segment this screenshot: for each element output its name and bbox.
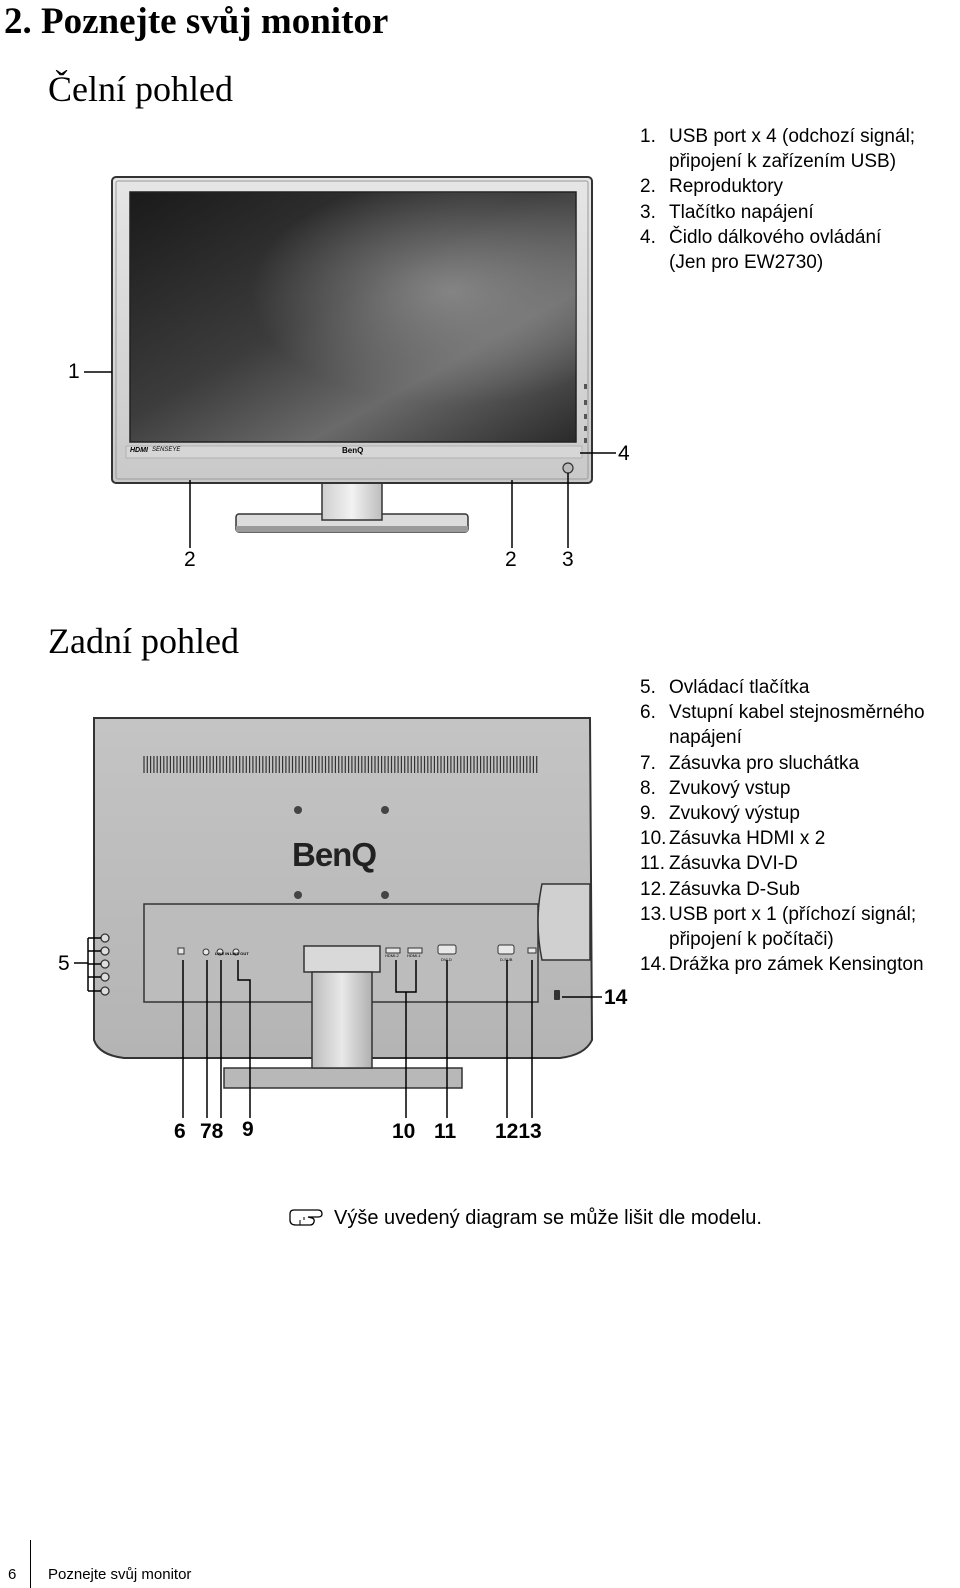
legend-item-14: 14.Drážka pro zámek Kensington [640,954,924,976]
side-usb-housing [537,883,591,961]
port-label-line-out: LINE OUT [230,951,249,956]
port-label-dvi-d: DVI-D [441,957,452,962]
front-legend: 1.USB port x 4 (odchozí signál; připojen… [640,124,915,275]
callout-5: 5 [58,952,70,975]
senseye-logo: SENSEYE [152,447,181,453]
callout-7-8: 78 [200,1120,224,1143]
rear-brand-logo: BenQ [292,836,377,873]
pointing-hand-icon [289,1209,323,1226]
port-label-d-sub: D-SUB [500,957,513,962]
rear-view-title: Zadní pohled [48,621,239,661]
callout-2-left: 2 [184,548,196,571]
note-text: Výše uvedený diagram se může lišit dle m… [334,1207,762,1229]
rear-vents [143,756,538,773]
legend-item-4: 4.Čidlo dálkového ovládání [640,226,882,248]
rear-monitor-illustration [74,717,602,1118]
chapter-title: 2. Poznejte svůj monitor [4,1,389,42]
legend-item-11: 11.Zásuvka DVI-D [640,853,798,875]
front-brand-logo: BenQ [342,446,364,455]
power-button [562,462,574,474]
legend-item-6-cont: napájení [669,727,742,749]
legend-item-4-cont: (Jen pro EW2730) [669,252,824,274]
footer-divider [30,1540,31,1588]
kensington-slot [554,990,560,1000]
hdmi-logo: HDMI [130,447,148,454]
legend-item-7: 7.Zásuvka pro sluchátka [640,752,860,774]
legend-item-2: 2.Reproduktory [640,176,784,198]
footer-running-title: Poznejte svůj monitor [48,1566,192,1583]
port-label-hdmi-2: HDMI-2 [385,953,399,958]
front-view-title: Čelní pohled [48,69,233,109]
rear-legend: 5.Ovládací tlačítka 6.Vstupní kabel stej… [640,675,925,977]
legend-item-6: 6.Vstupní kabel stejnosměrného [640,702,925,724]
legend-item-13-cont: připojení k počítači) [669,929,834,951]
callout-9: 9 [242,1118,254,1141]
callout-14: 14 [604,986,628,1009]
rear-stand-neck [311,971,373,1069]
callout-1: 1 [68,360,80,383]
callout-11: 11 [434,1120,457,1143]
page-number: 6 [8,1566,17,1583]
ports [177,944,537,956]
callout-12-13: 1213 [495,1120,542,1143]
callout-2-right: 2 [505,548,517,571]
callout-6: 6 [174,1120,186,1143]
callout-4: 4 [618,442,630,465]
rear-stand-base [223,1067,463,1089]
legend-item-13: 13.USB port x 1 (příchozí signál; [640,903,917,925]
legend-item-1-cont: připojení k zařízením USB) [669,151,897,173]
legend-item-12: 12.Zásuvka D-Sub [640,878,800,900]
legend-item-8: 8.Zvukový vstup [640,777,791,799]
port-label-hdmi-1: HDMI-1 [407,953,421,958]
legend-item-9: 9.Zvukový výstup [640,803,800,825]
callout-10: 10 [392,1120,416,1143]
front-stand-neck [321,477,383,521]
front-monitor-illustration [84,176,616,548]
legend-item-10: 10.Zásuvka HDMI x 2 [640,828,826,850]
legend-item-3: 3.Tlačítko napájení [640,201,814,223]
callout-3: 3 [562,548,574,571]
legend-item-5: 5.Ovládací tlačítka [640,677,810,698]
port-label-line-in: LINE IN [215,951,230,956]
legend-item-1: 1.USB port x 4 (odchozí signál; [640,126,916,147]
